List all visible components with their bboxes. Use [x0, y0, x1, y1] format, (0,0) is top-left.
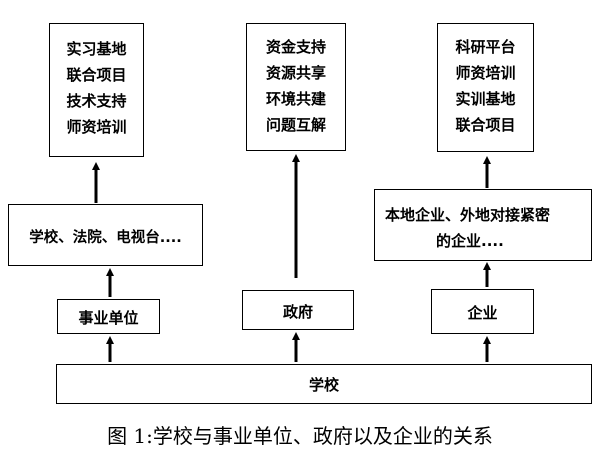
- enterprises-detail-line-1: 本地企业、外地对接紧密: [385, 206, 551, 224]
- school-label: 学校: [308, 376, 339, 394]
- government-box: 政府: [242, 290, 354, 330]
- figure-caption: 图 1:学校与事业单位、政府以及企业的关系: [107, 424, 493, 448]
- government-label: 政府: [282, 303, 313, 321]
- institutions-text: 学校、法院、电视台....: [29, 230, 182, 246]
- top-middle-line-1: 资金支持: [265, 38, 326, 56]
- top-middle-line-4: 问题互解: [265, 116, 326, 134]
- enterprise-label: 企业: [467, 304, 498, 322]
- top-left-box: 实习基地 联合项目 技术支持 师资培训: [49, 23, 144, 157]
- top-right-line-3: 实训基地: [455, 90, 516, 108]
- top-left-line-4: 师资培训: [66, 118, 127, 136]
- top-right-box: 科研平台 师资培训 实训基地 联合项目: [437, 23, 534, 152]
- top-middle-line-3: 环境共建: [265, 90, 326, 108]
- enterprises-detail-line-2: 的企业....: [436, 232, 504, 250]
- top-middle-line-2: 资源共享: [265, 64, 326, 82]
- top-right-line-2: 师资培训: [455, 64, 516, 82]
- top-left-line-3: 技术支持: [66, 92, 127, 110]
- public-institution-box: 事业单位: [57, 299, 160, 334]
- school-box: 学校: [56, 364, 592, 404]
- public-institution-label: 事业单位: [78, 309, 139, 327]
- top-middle-box: 资金支持 资源共享 环境共建 问题互解: [246, 23, 346, 151]
- top-left-line-2: 联合项目: [66, 66, 127, 84]
- enterprises-detail-box: 本地企业、外地对接紧密 的企业....: [374, 189, 592, 261]
- enterprise-box: 企业: [431, 289, 534, 334]
- top-right-line-1: 科研平台: [455, 38, 516, 56]
- top-left-line-1: 实习基地: [66, 40, 127, 58]
- institutions-box: 学校、法院、电视台....: [8, 204, 203, 266]
- top-right-line-4: 联合项目: [455, 116, 516, 134]
